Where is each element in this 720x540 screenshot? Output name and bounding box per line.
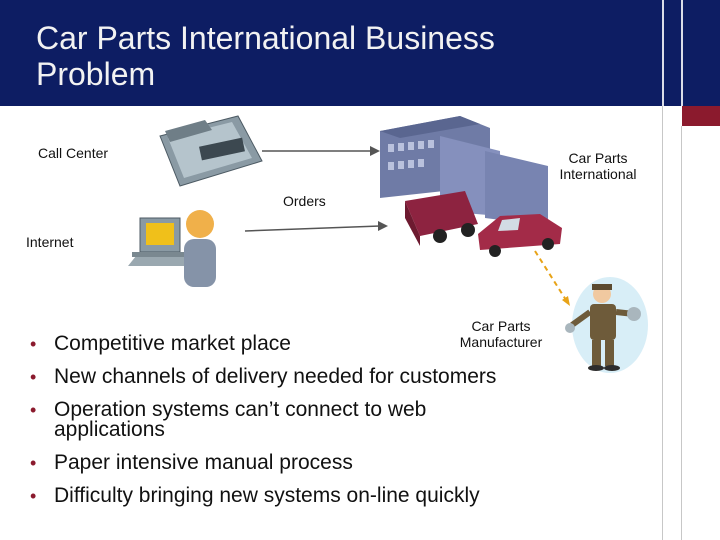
- dashed-arrow-to-manufacturer: [534, 250, 570, 306]
- bullet-text: New channels of delivery needed for cust…: [54, 365, 497, 388]
- bullet-text: Difficulty bringing new systems on-line …: [54, 484, 480, 507]
- bullet-text: Operation systems can’t connect to web a…: [54, 398, 427, 441]
- problem-bullet-list: • Competitive market place • New channel…: [30, 332, 590, 519]
- arrow-phone-to-warehouse: [262, 146, 380, 156]
- arrow-computer-to-warehouse: [244, 221, 388, 232]
- bullet-item: • Operation systems can’t connect to web…: [30, 398, 510, 441]
- right-rule-2: [681, 126, 682, 540]
- mfr-label-line-1: Car Parts: [471, 318, 531, 334]
- person-icon: [184, 210, 216, 287]
- bullet-item: • New channels of delivery needed for cu…: [30, 365, 590, 388]
- right-rule-1: [662, 106, 663, 540]
- car-parts-international-label: Car Parts International: [548, 150, 648, 182]
- title-divider-2: [681, 0, 683, 106]
- slide-title: Car Parts International Business Problem: [36, 20, 636, 92]
- car-parts-manufacturer-label: Car Parts Manufacturer: [451, 318, 551, 350]
- phone-icon: [159, 115, 263, 187]
- cpi-label-line-1: Car Parts: [568, 150, 628, 166]
- bullet-dot-icon: •: [30, 453, 37, 473]
- bullet-item: • Difficulty bringing new systems on-lin…: [30, 484, 590, 507]
- bullet-dot-icon: •: [30, 486, 37, 506]
- orders-label: Orders: [283, 193, 326, 209]
- bullet-dot-icon: •: [30, 400, 37, 420]
- cpi-label-line-2: International: [559, 166, 637, 182]
- bullet-item: • Paper intensive manual process: [30, 451, 590, 474]
- mechanic-icon: [565, 277, 648, 373]
- internet-label: Internet: [26, 234, 74, 250]
- title-bar: Car Parts International Business Problem: [0, 0, 720, 106]
- mfr-label-line-2: Manufacturer: [459, 334, 543, 350]
- bullet-dot-icon: •: [30, 334, 37, 354]
- bullet-item: • Competitive market place: [30, 332, 590, 355]
- bullet-dot-icon: •: [30, 367, 37, 387]
- order-flow-diagram: [128, 115, 570, 306]
- call-center-label: Call Center: [38, 145, 109, 161]
- slide-title-line-2: Problem: [36, 56, 156, 92]
- car-icon: [478, 214, 562, 257]
- bullet-text: Paper intensive manual process: [54, 451, 353, 474]
- bullet-text: Competitive market place: [54, 332, 291, 355]
- slide-title-line-1: Car Parts International Business: [36, 20, 495, 56]
- truck-icon: [405, 191, 478, 246]
- accent-block: [682, 106, 720, 126]
- computer-icon: [128, 217, 196, 266]
- title-divider-1: [662, 0, 664, 106]
